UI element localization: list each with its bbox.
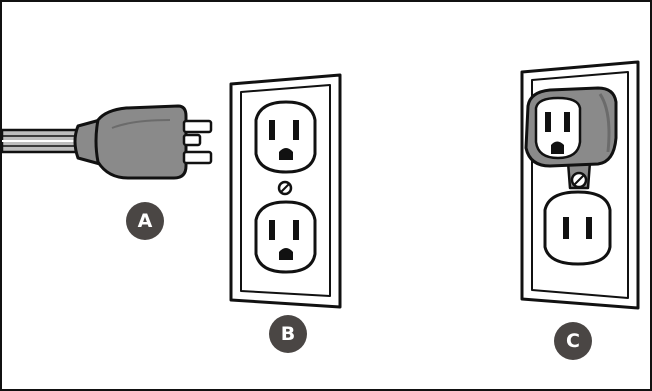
label-a-badge: A [126, 202, 164, 240]
grounding-adapter-outlet-icon [522, 62, 638, 308]
receptacle-lower-c [545, 192, 610, 264]
receptacle-lower [256, 202, 315, 272]
duplex-outlet-icon [231, 75, 340, 307]
plug-head [96, 106, 186, 178]
grounded-plug-icon [2, 106, 211, 178]
receptacle-upper [256, 102, 315, 172]
label-b-badge: B [269, 315, 307, 353]
grounding-adapter [526, 88, 616, 166]
mounting-screw [279, 182, 291, 194]
label-c-badge: C [554, 322, 592, 360]
plug-prongs [184, 121, 211, 163]
